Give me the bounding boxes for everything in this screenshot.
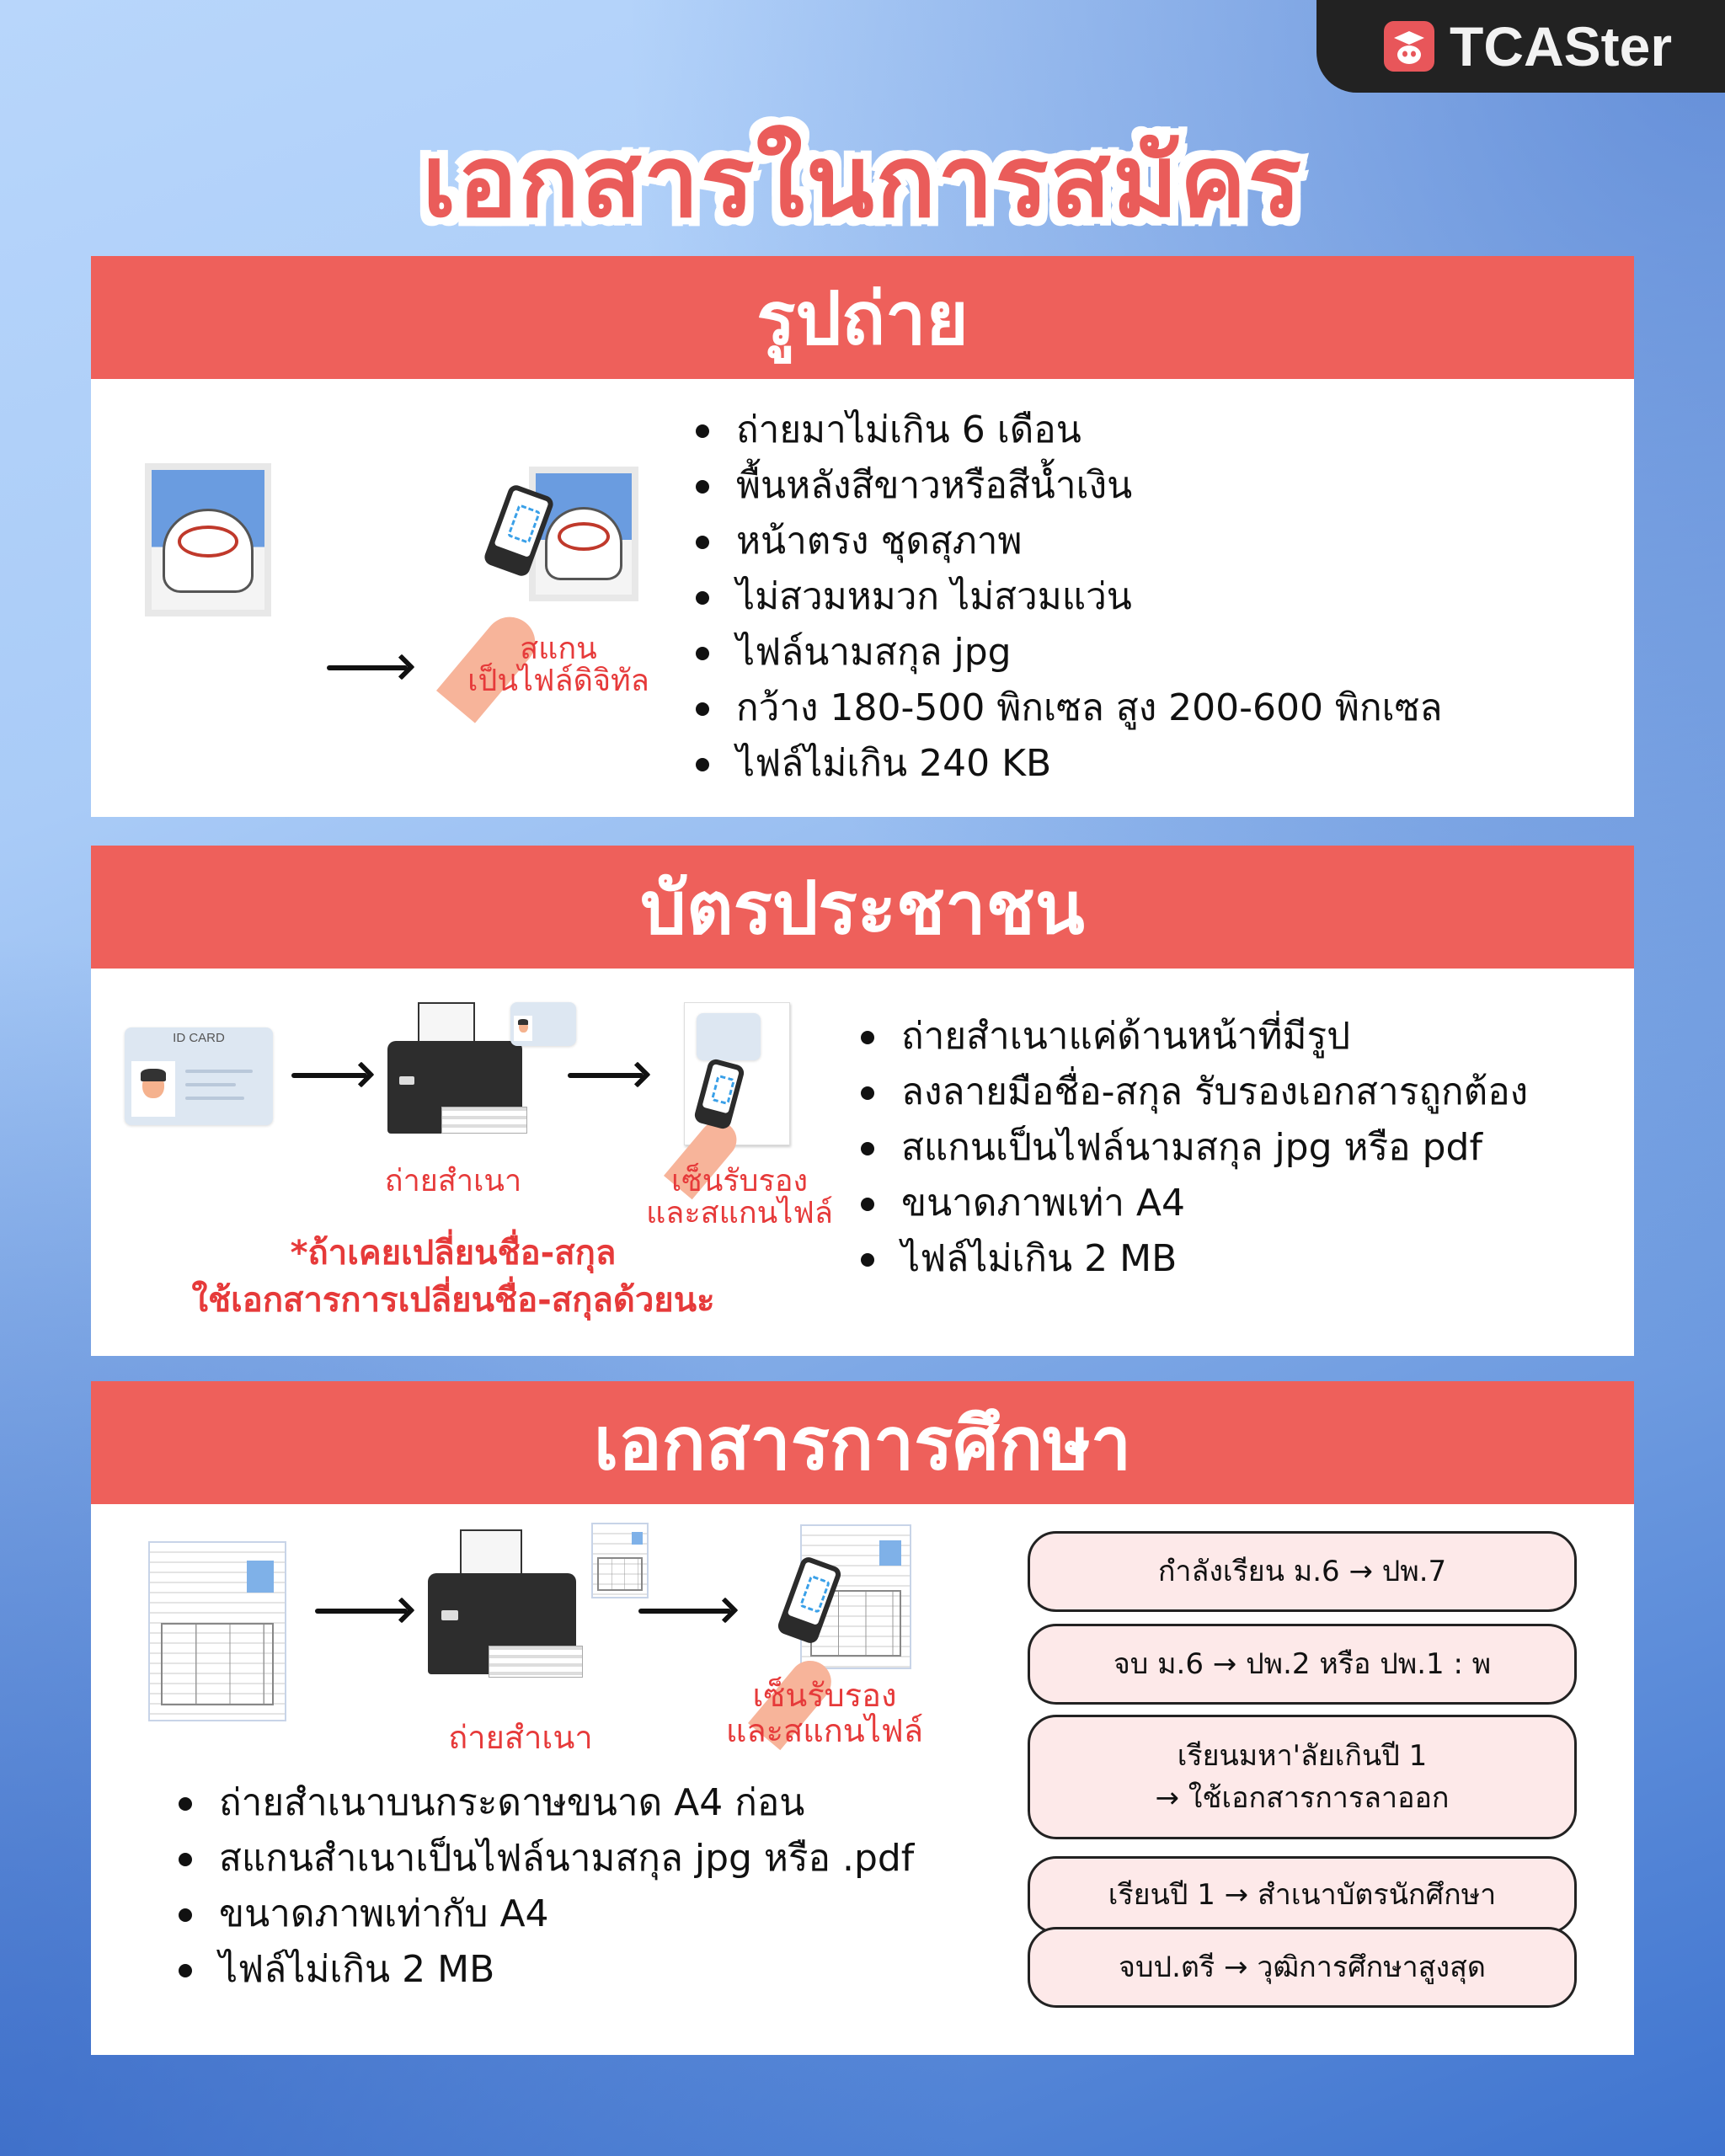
list-item: สแกนเป็นไฟล์นามสกุล jpg หรือ pdf [857,1120,1528,1176]
brand-name: TCASter [1450,15,1673,77]
list-item: ขนาดภาพเท่า A4 [857,1176,1528,1231]
id-card-copy-illustration [510,1002,576,1046]
transcript-copy-illustration [591,1523,649,1598]
list-item: ลงลายมือชื่อ-สกุล รับรองเอกสารถูกต้อง [857,1065,1528,1120]
education-requirements-list: ถ่ายสำเนาบนกระดาษขนาด A4 ก่อน สแกนสำเนาเ… [175,1775,914,1998]
arrow-right-icon [315,1609,408,1614]
list-item: ไฟล์ไม่เกิน 240 KB [692,736,1443,792]
transcript-illustration [148,1541,286,1721]
section-header-education: เอกสารการศึกษา [91,1381,1634,1504]
list-item: ขนาดภาพเท่ากับ A4 [175,1886,914,1942]
list-item: พื้นหลังสีขาวหรือสีน้ำเงิน [692,458,1443,514]
section-header-id-card: บัตรประชาชน [91,846,1634,969]
sign-scan-caption: เซ็นรับรอง และสแกนไฟล์ [646,1164,833,1230]
photo-requirements-list: ถ่ายมาไม่เกิน 6 เดือน พื้นหลังสีขาวหรือส… [692,403,1443,792]
printer-icon [387,1002,531,1137]
page-title: เอกสารในการสมัคร [422,123,1303,239]
scanned-photo-illustration [529,467,638,601]
education-case-university-year1: เรียนปี 1 → สำเนาบัตรนักศึกษา [1028,1856,1577,1934]
sign-scan-caption: เซ็นรับรอง และสแกนไฟล์ [725,1677,924,1749]
list-item: ไฟล์นามสกุล jpg [692,625,1443,680]
arrow-right-icon [638,1609,731,1614]
id-card-requirements-list: ถ่ายสำเนาแค่ด้านหน้าที่มีรูป ลงลายมือชื่… [857,1009,1528,1287]
section-body-photo: สแกน เป็นไฟล์ดิจิทัล ถ่ายมาไม่เกิน 6 เดื… [91,379,1634,817]
copy-caption: ถ่ายสำเนา [384,1164,522,1198]
section-education: เอกสารการศึกษา ถ่ายสำเนา เซ็นรับรอง และส… [91,1381,1634,2055]
robot-graduation-cap-icon [1384,21,1434,72]
brand-tab: TCASter [1316,0,1725,93]
printer-icon [428,1529,588,1681]
education-case-bachelor-graduate: จบป.ตรี → วุฒิการศึกษาสูงสุด [1028,1927,1577,2008]
scan-caption: สแกน เป็นไฟล์ดิจิทัล [467,632,649,698]
arrow-right-icon [291,1073,367,1078]
copy-caption: ถ่ายสำเนา [448,1719,593,1756]
list-item: หน้าตรง ชุดสุภาพ [692,514,1443,569]
section-photo: รูปถ่าย สแกน เป็นไฟล์ดิจิทัล ถ่ายมาไม่เก… [91,256,1634,817]
photo-illustration [145,463,271,616]
list-item: ถ่ายสำเนาบนกระดาษขนาด A4 ก่อน [175,1775,914,1831]
list-item: กว้าง 180-500 พิกเซล สูง 200-600 พิกเซล [692,680,1443,736]
education-case-university-beyond-year1: เรียนมหา'ลัยเกินปี 1 → ใช้เอกสารการลาออก [1028,1715,1577,1839]
list-item: ไม่สวมหมวก ไม่สวมแว่น [692,569,1443,625]
arrow-right-icon [568,1073,644,1078]
list-item: สแกนสำเนาเป็นไฟล์นามสกุล jpg หรือ .pdf [175,1831,914,1886]
list-item: ถ่ายสำเนาแค่ด้านหน้าที่มีรูป [857,1009,1528,1065]
list-item: ไฟล์ไม่เกิน 2 MB [175,1942,914,1998]
education-case-current-m6: กำลังเรียน ม.6 → ปพ.7 [1028,1531,1577,1612]
name-change-note: *ถ้าเคยเปลี่ยนชื่อ-สกุล ใช้เอกสารการเปลี… [191,1234,715,1320]
section-body-id-card: ID CARD ถ่ายสำเนา เซ็นรับรอง และสแกนไฟล์ [91,969,1634,1356]
list-item: ไฟล์ไม่เกิน 2 MB [857,1231,1528,1287]
education-case-graduated-m6: จบ ม.6 → ปพ.2 หรือ ปพ.1 : พ [1028,1624,1577,1705]
section-id-card: บัตรประชาชน ID CARD ถ่ายสำเนา เ [91,846,1634,1356]
list-item: ถ่ายมาไม่เกิน 6 เดือน [692,403,1443,458]
id-card-illustration: ID CARD [125,1027,273,1125]
arrow-right-icon [327,665,408,670]
section-header-photo: รูปถ่าย [91,256,1634,379]
signed-transcript-illustration [800,1524,911,1669]
